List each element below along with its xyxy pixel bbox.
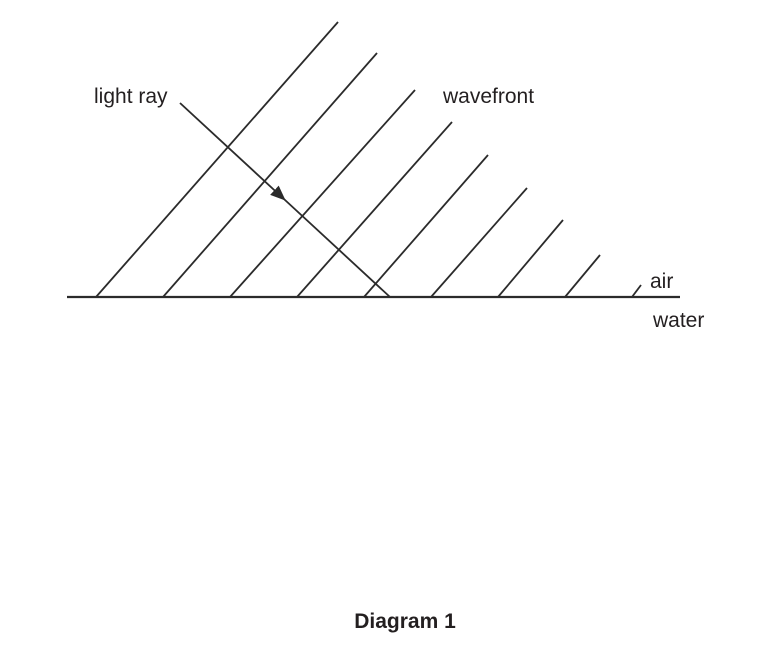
wavefront-line — [564, 254, 601, 298]
light-ray-label: light ray — [94, 85, 168, 108]
wavefront-lines — [95, 21, 642, 298]
wavefront-line — [430, 187, 528, 298]
water-label: water — [652, 309, 704, 332]
wavefront-line — [631, 284, 642, 298]
wavefront-line — [229, 89, 416, 298]
wavefront-line — [363, 154, 489, 298]
light-ray-line — [179, 102, 391, 298]
wavefront-line — [296, 121, 453, 298]
diagram-caption: Diagram 1 — [354, 610, 456, 633]
wavefront-line — [162, 52, 378, 298]
wavefront-line — [497, 219, 564, 298]
wavefront-line — [95, 21, 339, 298]
wavefront-label: wavefront — [442, 85, 534, 108]
air-label: air — [650, 270, 673, 293]
